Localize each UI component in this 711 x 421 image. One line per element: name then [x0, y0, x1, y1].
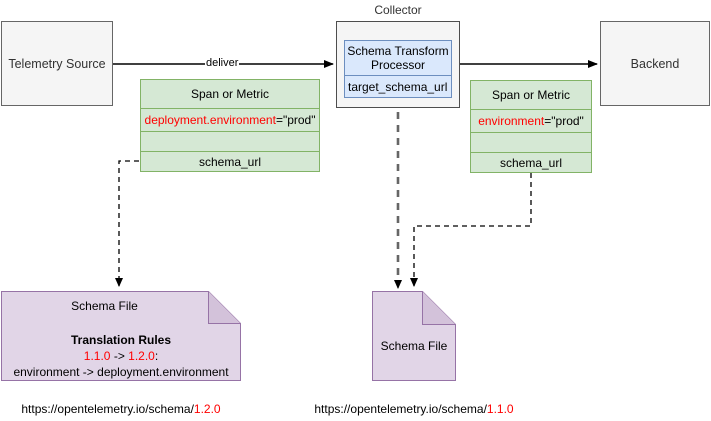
rules-version-from: 1.1.0	[83, 348, 111, 363]
translation-rules-mapping: environment -> deployment.environment	[13, 364, 229, 379]
node-record-out[interactable]: Span or Metric environment="prod" schema…	[470, 80, 592, 173]
record-out-attribute-key: environment	[478, 114, 545, 129]
schema-url-label-left: https://opentelemetry.io/schema/1.2.0	[1, 402, 241, 416]
record-in-attribute-key: deployment.environment	[144, 113, 276, 128]
schema-url-left-base: https://opentelemetry.io/schema/	[21, 402, 194, 416]
node-record-in[interactable]: Span or Metric deployment.environment="p…	[140, 79, 320, 172]
node-schema-transform-processor[interactable]: Schema Transform Processor target_schema…	[344, 40, 452, 98]
telemetry-source-label: Telemetry Source	[8, 56, 106, 71]
schema-file-right-shape	[372, 291, 456, 381]
schema-url-right-base: https://opentelemetry.io/schema/	[314, 402, 487, 416]
record-in-attribute: deployment.environment="prod"	[141, 109, 319, 133]
rules-version-arrow: ->	[110, 348, 129, 363]
schema-url-right-version: 1.1.0	[486, 402, 514, 416]
record-in-blank	[141, 132, 319, 153]
processor-target-schema-url-field: target_schema_url	[348, 79, 448, 94]
translation-rules-versions: 1.1.0 -> 1.2.0:	[1, 349, 241, 365]
schema-file-right-title: Schema File	[380, 339, 448, 353]
backend-label: Backend	[630, 56, 680, 71]
node-schema-file-left[interactable]: Schema File Translation Rules 1.1.0 -> 1…	[1, 291, 241, 381]
record-out-schema-url: schema_url	[499, 155, 563, 170]
schema-file-left-shape	[1, 291, 241, 381]
schema-url-left-version: 1.2.0	[193, 402, 221, 416]
record-out-attribute: environment="prod"	[471, 110, 591, 134]
translation-rules-heading: Translation Rules	[70, 333, 172, 347]
collector-caption: Collector	[374, 3, 422, 17]
record-out-blank	[471, 133, 591, 154]
node-backend[interactable]: Backend	[600, 21, 710, 106]
schema-file-left-title: Schema File	[71, 299, 138, 313]
edge-record-out-schema-url	[410, 173, 532, 287]
edge-record-in-schema-url	[115, 160, 139, 287]
record-out-attribute-value: ="prod"	[544, 114, 584, 129]
node-schema-file-right[interactable]: Schema File	[372, 291, 456, 381]
record-out-header: Span or Metric	[471, 81, 591, 110]
node-telemetry-source[interactable]: Telemetry Source	[1, 21, 113, 106]
processor-title: Schema Transform Processor	[345, 41, 451, 76]
schema-file-left-body: Translation Rules 1.1.0 -> 1.2.0: enviro…	[1, 333, 241, 380]
record-in-attribute-value: ="prod"	[275, 113, 316, 128]
rules-version-to: 1.2.0	[128, 348, 155, 363]
record-in-header: Span or Metric	[141, 80, 319, 109]
rules-version-colon: :	[154, 348, 159, 363]
record-in-schema-url: schema_url	[198, 154, 262, 169]
schema-url-label-right: https://opentelemetry.io/schema/1.1.0	[299, 402, 529, 416]
edge-label-deliver: deliver	[205, 57, 240, 69]
